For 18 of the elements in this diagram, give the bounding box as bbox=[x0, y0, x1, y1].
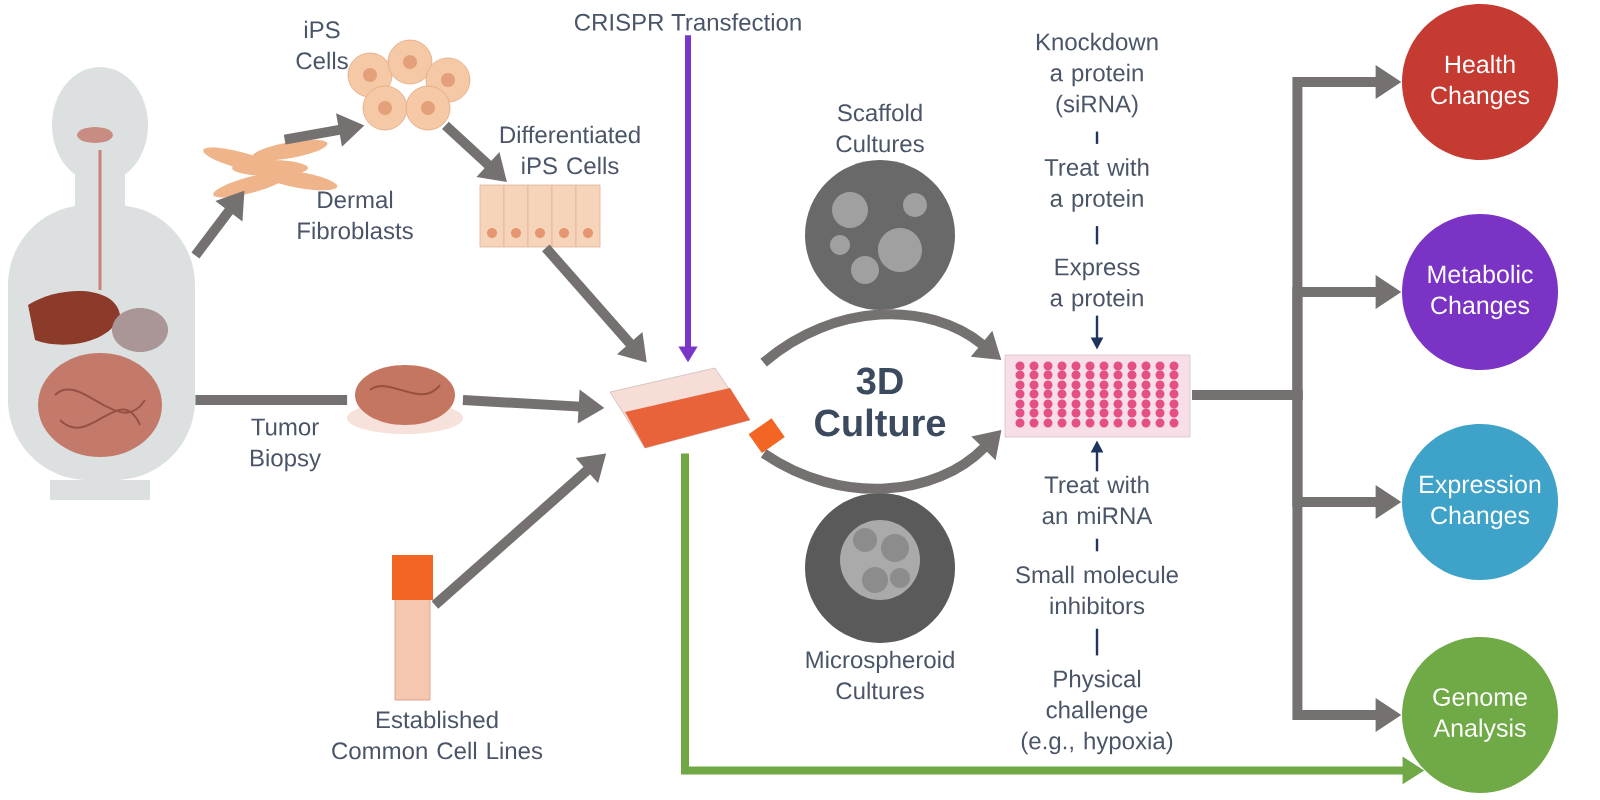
node-label: iPS Cells bbox=[296, 20, 348, 70]
step-label: CRISPR Transfection bbox=[575, 13, 801, 31]
step-label: Knockdown a protein (siRNA) bbox=[1036, 32, 1158, 118]
step-label: Small molecule inhibitors bbox=[1016, 565, 1178, 615]
node-label: Established Common Cell Lines bbox=[332, 710, 543, 760]
center-label: 3D Culture bbox=[815, 367, 946, 437]
node-label: Dermal Fibroblasts bbox=[298, 190, 413, 240]
step-label: Treat with an miRNA bbox=[1042, 475, 1153, 525]
body-drawing bbox=[8, 67, 195, 500]
node-label: Differentiated iPS Cells bbox=[500, 125, 640, 175]
step-label: Treat with a protein bbox=[1044, 158, 1149, 212]
node-label: Scaffold Cultures bbox=[836, 103, 924, 153]
node-label: Tumor Biopsy bbox=[250, 418, 321, 472]
step-label: Express a protein bbox=[1050, 258, 1143, 312]
well-plate-drawing bbox=[1004, 354, 1191, 438]
node-label: Microspheroid Cultures bbox=[806, 650, 954, 700]
flask-drawing bbox=[609, 367, 785, 454]
step-label: Physical challenge (e.g., hypoxia) bbox=[1021, 669, 1173, 755]
